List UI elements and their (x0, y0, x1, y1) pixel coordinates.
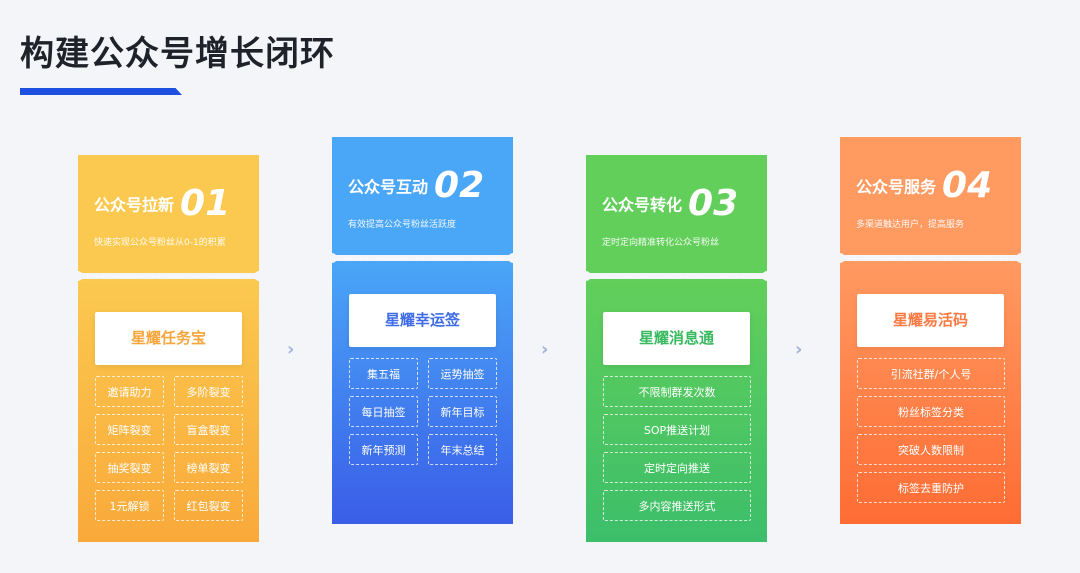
chevron-right-icon: › (795, 339, 803, 360)
feature-item[interactable]: 抽奖裂变 (95, 452, 164, 483)
card-number: 02 (434, 165, 485, 206)
feature-item[interactable]: 不限制群发次数 (603, 376, 751, 407)
card-header-panel (332, 137, 513, 255)
chevron-right-icon: › (541, 339, 549, 360)
product-button[interactable]: 星耀幸运签 (349, 294, 496, 347)
product-button[interactable]: 星耀易活码 (857, 294, 1004, 347)
feature-item[interactable]: 标签去重防护 (857, 472, 1005, 503)
feature-item[interactable]: 1元解锁 (95, 490, 164, 521)
product-button[interactable]: 星耀任务宝 (95, 312, 242, 365)
card-name: 公众号互动 (348, 177, 429, 197)
card-header-panel (78, 155, 259, 273)
feature-item[interactable]: 盲盒裂变 (174, 414, 243, 445)
page-title: 构建公众号增长闭环 (20, 34, 335, 74)
feature-item[interactable]: SOP推送计划 (603, 414, 751, 445)
card-subtitle: 定时定向精准转化公众号粉丝 (602, 238, 720, 248)
chevron-right-icon: › (287, 339, 295, 360)
card-name: 公众号拉新 (94, 195, 175, 215)
feature-item[interactable]: 邀请助力 (95, 376, 164, 407)
card-name: 公众号转化 (602, 195, 683, 215)
card-subtitle: 有效提高公众号粉丝活跃度 (348, 220, 457, 230)
card-subtitle: 多渠道触达用户，提高服务 (856, 220, 965, 230)
feature-item[interactable]: 红包裂变 (174, 490, 243, 521)
feature-item[interactable]: 年末总结 (428, 434, 497, 465)
feature-item[interactable]: 每日抽签 (349, 396, 418, 427)
card-name: 公众号服务 (856, 177, 937, 197)
feature-item[interactable]: 新年预测 (349, 434, 418, 465)
card-number: 01 (180, 183, 231, 224)
product-button[interactable]: 星耀消息通 (603, 312, 750, 365)
feature-item[interactable]: 榜单裂变 (174, 452, 243, 483)
feature-item[interactable]: 引流社群/个人号 (857, 358, 1005, 389)
feature-item[interactable]: 定时定向推送 (603, 452, 751, 483)
card-number: 04 (942, 165, 993, 206)
feature-item[interactable]: 多内容推送形式 (603, 490, 751, 521)
card-header-panel (840, 137, 1021, 255)
card-subtitle: 快速实现公众号粉丝从0-1的积累 (94, 238, 226, 248)
title-underline (20, 88, 182, 95)
feature-item[interactable]: 矩阵裂变 (95, 414, 164, 445)
feature-item[interactable]: 多阶裂变 (174, 376, 243, 407)
card-header-panel (586, 155, 767, 273)
feature-item[interactable]: 运势抽签 (428, 358, 497, 389)
card-number: 03 (688, 183, 739, 224)
feature-item[interactable]: 集五福 (349, 358, 418, 389)
feature-item[interactable]: 新年目标 (428, 396, 497, 427)
feature-item[interactable]: 粉丝标签分类 (857, 396, 1005, 427)
feature-item[interactable]: 突破人数限制 (857, 434, 1005, 465)
